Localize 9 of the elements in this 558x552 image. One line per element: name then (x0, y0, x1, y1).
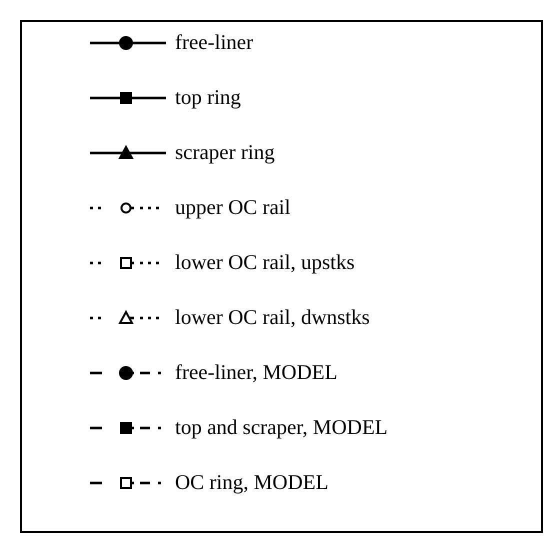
legend-label: lower OC rail, dwnstks (175, 305, 370, 330)
legend-label: top and scraper, MODEL (175, 415, 388, 440)
legend-label: upper OC rail (175, 195, 290, 220)
legend-label: OC ring, MODEL (175, 470, 328, 495)
legend-label: free-liner, MODEL (175, 360, 338, 385)
legend-label: free-liner (175, 30, 254, 55)
legend-label: lower OC rail, upstks (175, 250, 355, 275)
legend-label: top ring (175, 85, 241, 110)
legend-label: scraper ring (175, 140, 275, 165)
